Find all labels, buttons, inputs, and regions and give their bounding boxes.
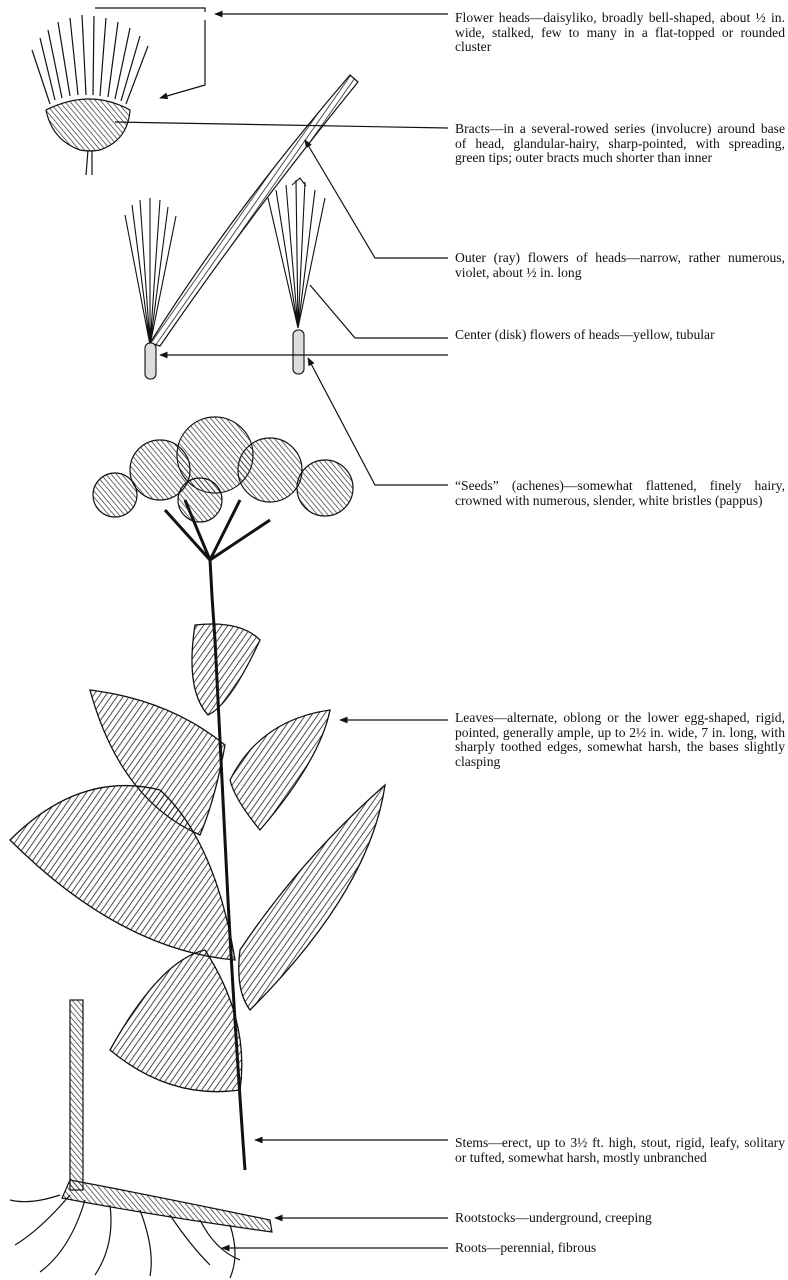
stems-label: Stems—erect, up to 3½ ft. high, stout, r… [455,1136,785,1165]
flower-cluster [93,417,353,522]
leaves [10,624,385,1092]
roots-label: Roots—perennial, fibrous [455,1241,785,1256]
flower-heads-label: Flower heads—daisyliko, broadly bell-sha… [455,11,785,55]
seed-with-pappus-left [125,198,176,379]
leader-bracts [115,122,448,128]
leader-disk-flowers-2 [310,285,448,338]
disk-flowers-label: Center (disk) flowers of heads—yellow, t… [455,328,785,343]
seed-with-pappus-right [268,178,325,374]
seeds-label: “Seeds” (achenes)—somewhat flattened, fi… [455,479,785,508]
ray-flowers-label: Outer (ray) flowers of heads—narrow, rat… [455,251,785,280]
leaves-label: Leaves—alternate, oblong or the lower eg… [455,711,785,769]
leader-ray-flowers [305,140,448,258]
rootstocks-label: Rootstocks—underground, creeping [455,1211,785,1226]
single-flower-head [32,8,205,175]
bracts-label: Bracts—in a several-rowed series (involu… [455,122,785,166]
